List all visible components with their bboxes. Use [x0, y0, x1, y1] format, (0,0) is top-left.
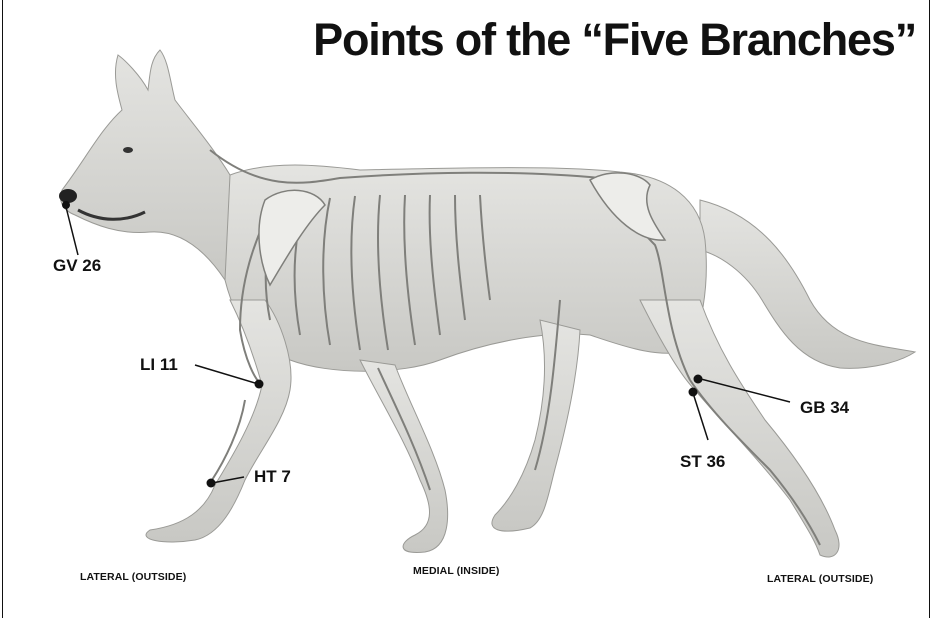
front-left-leg — [146, 300, 291, 542]
ht7-point-marker — [207, 479, 216, 488]
dog-head — [61, 50, 230, 280]
point-label-ht7: HT 7 — [254, 467, 291, 487]
gb34-point-marker — [694, 375, 703, 384]
page-title: Points of the “Five Branches” — [313, 14, 916, 66]
point-label-li11: LI 11 — [140, 355, 178, 375]
st36-point-marker — [689, 388, 698, 397]
point-label-gv26: GV 26 — [53, 256, 101, 276]
dog-tail — [700, 200, 915, 368]
dog-nose — [59, 189, 77, 203]
point-label-st36: ST 36 — [680, 452, 725, 472]
dog-eye — [123, 147, 133, 153]
hind-left-leg — [492, 320, 580, 531]
front-right-leg — [360, 360, 448, 552]
caption-right-lateral: LATERAL (OUTSIDE) — [767, 573, 873, 585]
gv26-point-marker — [62, 201, 70, 209]
point-label-gb34: GB 34 — [800, 398, 849, 418]
li11-point-marker — [255, 380, 264, 389]
caption-center-medial: MEDIAL (INSIDE) — [413, 565, 499, 577]
caption-left-lateral: LATERAL (OUTSIDE) — [80, 571, 186, 583]
